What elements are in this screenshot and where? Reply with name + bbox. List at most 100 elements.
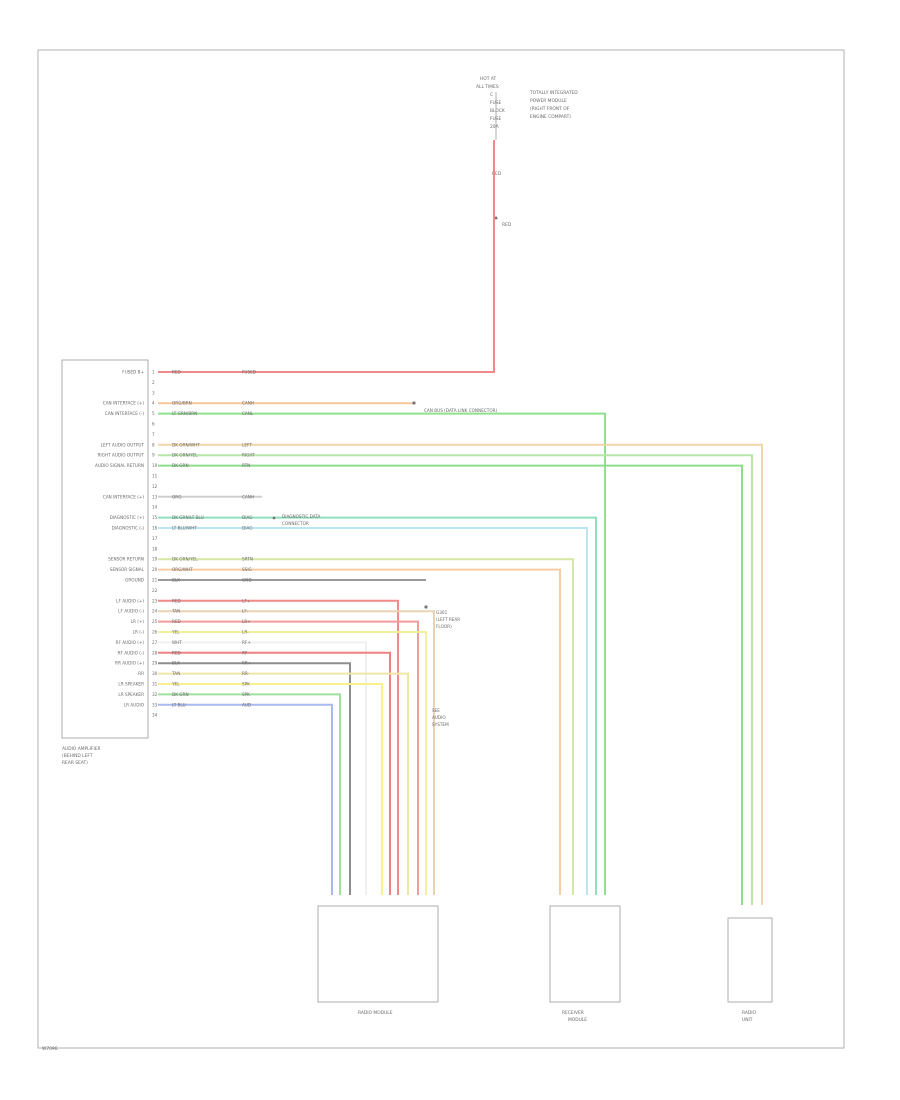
pin-number: 14 [152,505,158,510]
speaker-note: SYSTEM [432,722,449,727]
ground-note: G301 [436,610,448,615]
pin-number: 20 [152,567,158,572]
wire-circuit-label: SPK [242,692,250,697]
note-line: ENGINE COMPART) [530,114,571,120]
wire-pin-16 [158,527,588,895]
pin-number: 5 [152,411,155,416]
wire-circuit-label: LF- [242,609,249,614]
pin-number: 6 [152,422,155,427]
wire-color-code: LT GRN/BRN [172,411,197,416]
pin-function-label: LR SPEAKER [118,692,144,697]
wire-pin-29 [158,662,351,895]
pin-number: 4 [152,401,155,406]
pin-function-label: DIAGNOSTIC (-) [112,526,145,531]
power-module-note: TOTALLY INTEGRATED POWER MODULE (RIGHT F… [529,90,578,120]
pin-number: 28 [152,650,158,655]
pin-number: 3 [152,390,155,395]
wire-color-code: WHT [172,640,182,645]
wire-pin-30 [158,672,409,895]
wire-pin-19 [158,558,574,895]
wire-pin-25 [158,620,419,895]
wire-pin-26 [158,631,427,895]
amplifier-module [61,359,149,739]
pin-number: 34 [152,713,158,718]
pin-number: 17 [152,536,158,541]
wire-circuit-label: RIGHT [242,453,256,458]
wire-circuit-label: SSIG [242,567,252,572]
wire-color-code: RED [172,370,181,375]
pin-number: 31 [152,682,158,687]
diag-note: DIAGNOSTIC DATA [282,514,321,519]
fuse-line: C [490,92,493,98]
wire-circuit-label: GND [242,578,252,583]
pin-number: 13 [152,494,158,499]
footer-code: W7096 [42,1046,58,1052]
pin-function-label: RF AUDIO (-) [118,650,145,655]
pin-number: 33 [152,702,158,707]
pin-function-label: LF AUDIO (-) [118,609,144,614]
wire-pin-24 [158,610,435,895]
diag-note: CONNECTOR [282,521,309,526]
top-wire-label: RED [492,171,502,177]
module-label: AUDIO AMPLIFIER (BEHIND LEFT REAR SEAT) [62,746,101,766]
pin-function-label: SENSOR RETURN [108,557,144,562]
pin-number: 19 [152,557,158,562]
pin-function-label: LR SPEAKER [118,682,144,687]
pin-function-label: SENSOR SIGNAL [110,567,145,572]
module-label-line: AUDIO AMPLIFIER [62,746,101,752]
top-wire-label: RED [502,222,512,228]
canbus-note: CAN BUS (DATA LINK CONNECTOR) [424,408,498,413]
pin-number: 15 [152,515,158,520]
wire-color-code: DK GRN/LT BLU [172,515,204,520]
wire-circuit-label: CANL [242,411,254,416]
pin-number: 30 [152,671,158,676]
pin-number: 23 [152,598,158,603]
wire-layer: RED FUSED ORG/BRN CANH LT GRN/BRN CANL DK GRN/… [158,140,763,905]
wire-pin-15 [158,516,597,895]
wire-circuit-label: SRTN [242,557,253,562]
fuse-line: 20A [490,124,499,130]
splice-dot [272,516,276,520]
wire-pin-10 [158,464,743,905]
receiver-connector [549,905,621,1003]
top-fuse-label: HOT AT ALL TIMES C FUSE BLOCK FUSE 20A [476,76,505,130]
wire-color-code: ORG/BRN [172,401,192,406]
wire-pin-23 [158,599,399,895]
pin-number: 8 [152,442,155,447]
wire-color-code: LT BLU [172,702,186,707]
ground-note: (LEFT REAR [436,617,460,622]
far-right-connector-label: RADIO [742,1010,757,1016]
ground-note: FLOOR) [436,624,452,629]
wire-pin-1 [158,158,495,373]
wire-circuit-label: RF+ [242,640,251,645]
far-right-connector [727,917,773,1003]
pin-function-label: CAN INTERFACE (+) [103,401,145,406]
speaker-note: SEE [432,708,440,713]
wire-circuit-label: RR+ [242,661,252,666]
receiver-connector-label: MODULE [568,1017,587,1023]
wire-color-code: DK GRN [172,463,189,468]
wire-circuit-label: RR- [242,671,250,676]
wire-circuit-label: RTN [242,463,250,468]
wire-circuit-label: CANH [242,401,254,406]
pin-function-label: CAN INTERFACE (-) [105,411,145,416]
splice-dot [494,216,498,220]
pin-number: 10 [152,463,158,468]
note-line: TOTALLY INTEGRATED [529,90,578,96]
pin-function-label: GROUND [125,578,144,583]
wire-circuit-label: FUSED [242,370,256,375]
pin-function-label: RR [138,671,144,676]
pin-number: 7 [152,432,155,437]
splice-dot [424,605,428,609]
wire-circuit-label: LF+ [242,598,251,603]
splice-dot [412,401,416,405]
pin-number: 1 [152,370,155,375]
pin-number: 25 [152,619,158,624]
fuse-line: ALL TIMES [476,84,499,90]
wire-color-code: YEL [171,630,180,635]
note-line: (RIGHT FRONT OF [530,106,570,112]
pin-function-label: FUSED B+ [122,370,144,375]
wire-circuit-label: CANH [242,494,254,499]
wire-pin-27 [158,641,367,895]
